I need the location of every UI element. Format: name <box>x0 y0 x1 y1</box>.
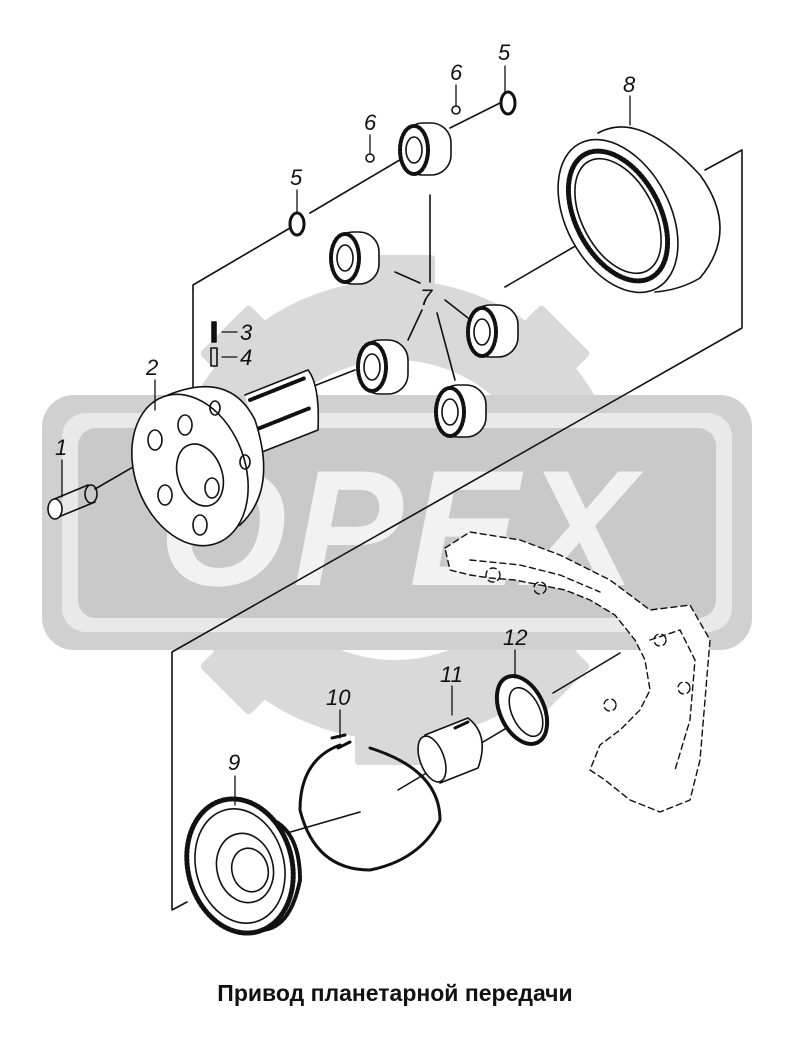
callout-5-right: 5 <box>498 40 511 65</box>
callout-7: 7 <box>420 285 433 310</box>
callout-6-right: 6 <box>450 60 463 85</box>
part-2-planet-carrier <box>131 369 320 547</box>
callout-leaders <box>61 65 631 806</box>
callout-1: 1 <box>55 435 67 460</box>
part-7-planet-gears <box>329 122 519 438</box>
part-6-ball <box>365 105 461 163</box>
part-1-pin <box>47 484 98 520</box>
callout-9: 9 <box>228 750 240 775</box>
callout-4: 4 <box>240 345 252 370</box>
part-11-bushing <box>417 717 484 784</box>
diagram-caption: Привод планетарной передачи <box>217 980 573 1006</box>
housing-outline <box>444 531 711 813</box>
callout-labels: 1 2 3 4 5 5 6 6 7 8 9 10 11 12 <box>55 40 636 775</box>
callout-8: 8 <box>623 72 636 97</box>
part-9-gear <box>184 796 302 936</box>
part-4-pin <box>210 347 218 367</box>
callout-10: 10 <box>326 685 351 710</box>
part-12-seal-ring <box>494 674 550 746</box>
callout-2: 2 <box>145 355 158 380</box>
part-8-ring-gear <box>557 126 721 294</box>
callout-6-left: 6 <box>364 110 377 135</box>
callout-3: 3 <box>240 320 253 345</box>
part-5-washer <box>288 90 517 237</box>
part-3-pin <box>211 321 217 343</box>
callout-12: 12 <box>503 625 527 650</box>
callout-5-left: 5 <box>290 165 303 190</box>
callout-11: 11 <box>440 662 463 687</box>
assembly-axis-lines <box>94 102 743 911</box>
part-10-snap-ring <box>298 733 442 872</box>
